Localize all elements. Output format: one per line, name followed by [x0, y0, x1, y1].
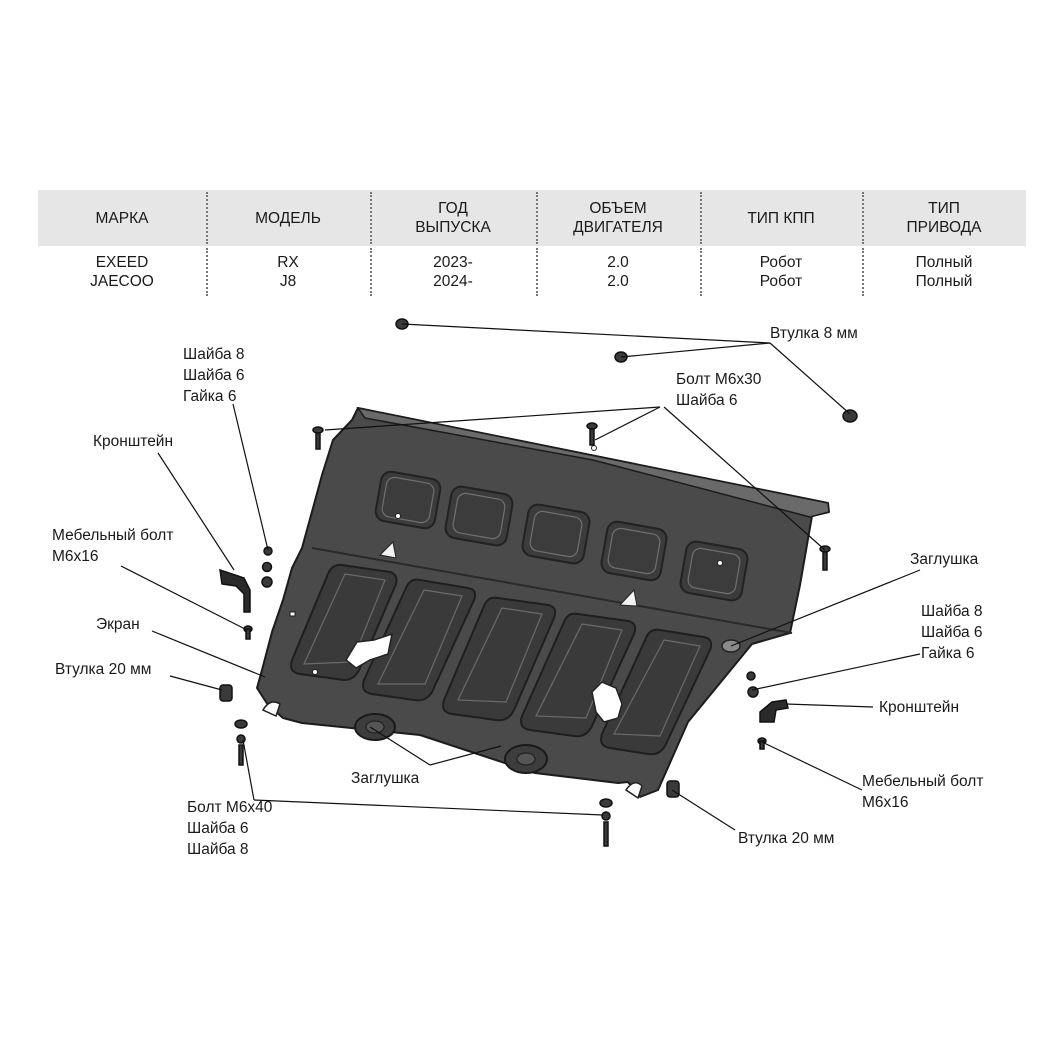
- fold-line: [311, 547, 793, 634]
- bottom-channels: [290, 563, 713, 756]
- label-right-bushing-20mm: Втулка 20 мм: [738, 830, 835, 847]
- skid-plate-flange: [356, 406, 830, 518]
- label-right-hardware: Шайба 8 Шайба 6 Гайка 6: [921, 603, 983, 662]
- label-left-furniture-bolt: Мебельный болт М6х16: [52, 527, 174, 565]
- hardware-parts: [219, 318, 858, 847]
- plug-holes: [354, 639, 741, 774]
- label-plug-bottom: Заглушка: [351, 770, 420, 787]
- top-recesses: [374, 470, 749, 602]
- leader-lines: [120, 323, 921, 831]
- label-left-bracket: Кронштейн: [93, 433, 174, 450]
- label-plug-right: Заглушка: [910, 551, 979, 568]
- label-right-bracket: Кронштейн: [879, 699, 960, 716]
- header-gearbox: ТИП КПП: [700, 190, 862, 246]
- label-left-hardware: Шайба 8 Шайба 6 Гайка 6: [183, 346, 245, 405]
- header-model: МОДЕЛЬ: [206, 190, 370, 246]
- label-right-furniture-bolt: Мебельный болт М6х16: [862, 773, 984, 811]
- label-bolt-m6x30: Болт М6х30 Шайба 6: [676, 371, 762, 409]
- cell-year: 2023-2024-: [370, 246, 536, 298]
- label-bushing-8mm: Втулка 8 мм: [770, 325, 858, 342]
- header-brand: МАРКА: [95, 209, 149, 227]
- label-bolt-m6x40: Болт М6х40 Шайба 6 Шайба 8: [187, 799, 273, 858]
- label-left-bushing-20mm: Втулка 20 мм: [55, 661, 152, 678]
- skid-plate: [256, 406, 830, 800]
- label-screen: Экран: [96, 616, 140, 633]
